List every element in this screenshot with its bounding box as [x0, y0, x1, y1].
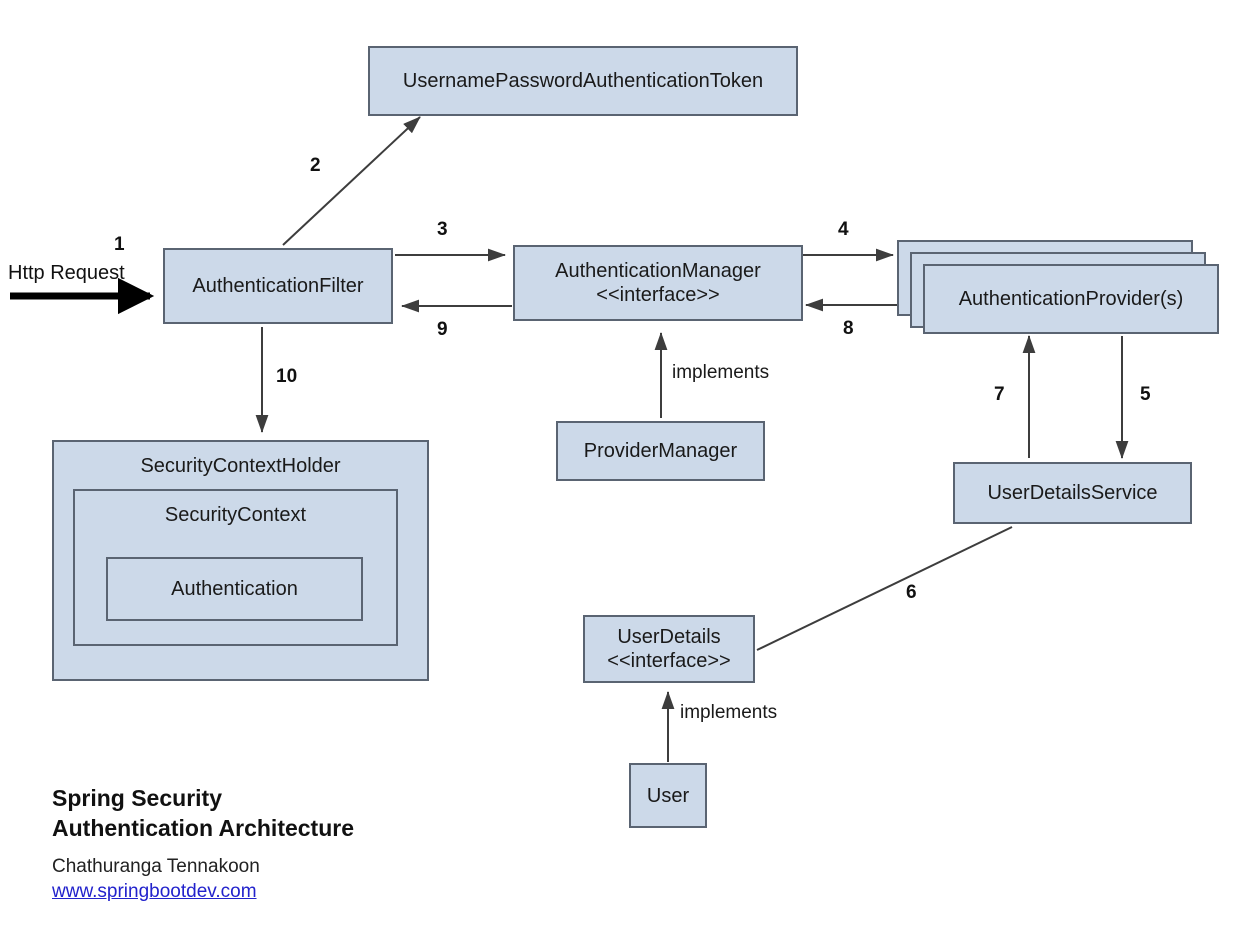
node-label: UsernamePasswordAuthenticationToken [402, 70, 764, 92]
title-block: Spring Security Authentication Architect… [52, 784, 354, 905]
http-request-label: Http Request [8, 262, 125, 284]
node-label: AuthenticationManager <<interface>> [555, 260, 761, 306]
edge-label-1: 1 [114, 234, 125, 255]
edge-label-7: 7 [994, 384, 1005, 405]
edge-label-3: 3 [437, 219, 448, 240]
edge-label-4: 4 [838, 219, 849, 240]
title-line-2: Authentication Architecture [52, 814, 355, 841]
node-label: User [646, 784, 690, 807]
node-authentication-filter[interactable]: AuthenticationFilter [163, 248, 393, 324]
node-label: UserDetails <<interface>> [607, 626, 731, 672]
node-provider-manager[interactable]: ProviderManager [556, 421, 765, 481]
implements-label-user: implements [680, 702, 778, 723]
node-authentication-provider[interactable]: AuthenticationProvider(s) [923, 264, 1219, 334]
edge-6-user-details-to-service [756, 526, 1013, 651]
node-label: SecurityContextHolder [140, 455, 341, 477]
node-label: UserDetailsService [987, 482, 1158, 504]
node-user-details[interactable]: UserDetails <<interface>> [583, 615, 755, 683]
node-user[interactable]: User [629, 763, 707, 828]
title-line-1: Spring Security [52, 785, 222, 811]
edge-2-filter-to-token [282, 116, 421, 246]
node-label: Authentication [171, 578, 298, 600]
node-label: ProviderManager [583, 440, 738, 462]
node-label: AuthenticationProvider(s) [958, 288, 1184, 310]
edge-label-5: 5 [1140, 384, 1151, 405]
edge-label-9: 9 [437, 319, 448, 340]
node-label: SecurityContext [164, 504, 307, 526]
node-label: AuthenticationFilter [192, 275, 364, 297]
edge-label-8: 8 [843, 318, 854, 339]
edge-label-6: 6 [906, 582, 917, 603]
node-username-password-authentication-token[interactable]: UsernamePasswordAuthenticationToken [368, 46, 798, 116]
implements-label-provider-manager: implements [672, 362, 770, 383]
node-authentication[interactable]: Authentication [106, 557, 363, 621]
author-name: Chathuranga Tennakoon [52, 855, 260, 877]
node-authentication-manager[interactable]: AuthenticationManager <<interface>> [513, 245, 803, 321]
node-user-details-service[interactable]: UserDetailsService [953, 462, 1192, 524]
website-link[interactable]: www.springbootdev.com [52, 881, 257, 903]
edge-label-10: 10 [276, 366, 298, 387]
edge-label-2: 2 [310, 155, 321, 176]
